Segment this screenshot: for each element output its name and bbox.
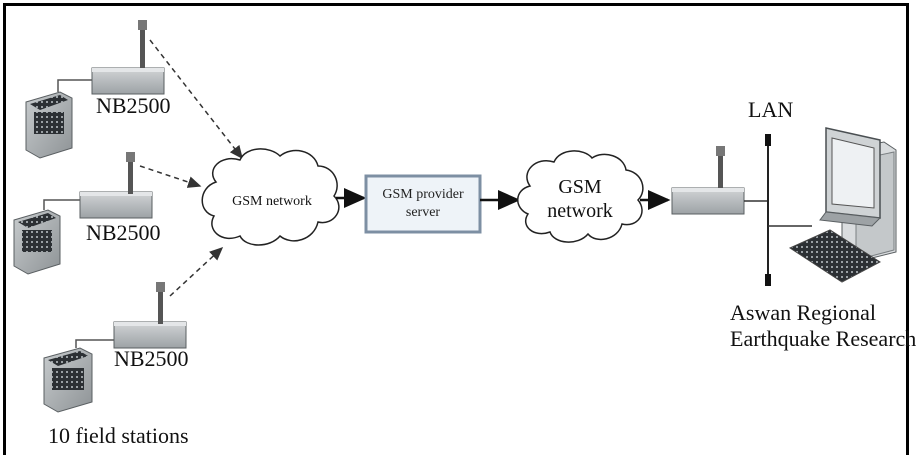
modem-label: NB2500 bbox=[114, 346, 189, 371]
field-station-2: NB2500 bbox=[13, 152, 161, 275]
center-label-line2: Earthquake Research bbox=[730, 326, 916, 351]
gsm-network-cloud-right: GSM network bbox=[517, 150, 644, 243]
cable bbox=[57, 79, 94, 92]
modem-label: NB2500 bbox=[86, 220, 161, 245]
computer-icon bbox=[788, 127, 897, 283]
uplink-arrow-2 bbox=[139, 165, 202, 188]
modem-icon bbox=[91, 67, 165, 95]
cable bbox=[43, 199, 82, 210]
cloud-icon bbox=[201, 148, 340, 246]
server-label-line1: GSM provider bbox=[382, 187, 464, 202]
uplink-arrow-3 bbox=[169, 246, 224, 297]
field-station-1: NB2500 bbox=[25, 20, 171, 159]
lan-bus: LAN bbox=[748, 97, 793, 286]
center-label-line1: Aswan Regional bbox=[730, 300, 876, 325]
modem-label: NB2500 bbox=[96, 93, 171, 118]
antenna-icon bbox=[126, 152, 135, 194]
modem-icon bbox=[671, 187, 745, 215]
cloud-label: GSM network bbox=[232, 194, 312, 209]
field-station-3: NB2500 bbox=[43, 282, 189, 413]
seismometer-icon bbox=[25, 91, 73, 159]
antenna-icon bbox=[138, 20, 147, 68]
lan-terminator-bottom bbox=[765, 274, 771, 286]
diagram-frame bbox=[3, 3, 909, 455]
antenna-icon bbox=[716, 146, 725, 188]
receiving-modem bbox=[671, 146, 745, 215]
antenna-icon bbox=[156, 282, 165, 324]
seismometer-icon bbox=[43, 347, 93, 413]
server-box bbox=[364, 174, 482, 234]
uplink-arrow-1 bbox=[149, 39, 243, 160]
seismometer-icon bbox=[13, 209, 61, 275]
modem-icon bbox=[79, 191, 153, 219]
stations-caption: 10 field stations bbox=[48, 423, 189, 448]
cloud-label-line1: GSM bbox=[558, 176, 602, 198]
lan-label: LAN bbox=[748, 97, 793, 122]
gsm-provider-server: GSM provider server bbox=[364, 174, 482, 234]
cable bbox=[75, 339, 116, 348]
gsm-network-cloud-left: GSM network bbox=[201, 148, 340, 246]
cloud-label-line2: network bbox=[547, 200, 613, 222]
lan-terminator-top bbox=[765, 134, 771, 146]
modem-icon bbox=[113, 321, 187, 349]
server-label-line2: server bbox=[406, 205, 441, 220]
cloud-icon bbox=[517, 150, 644, 243]
research-center-label: Aswan Regional Earthquake Research bbox=[730, 300, 916, 351]
